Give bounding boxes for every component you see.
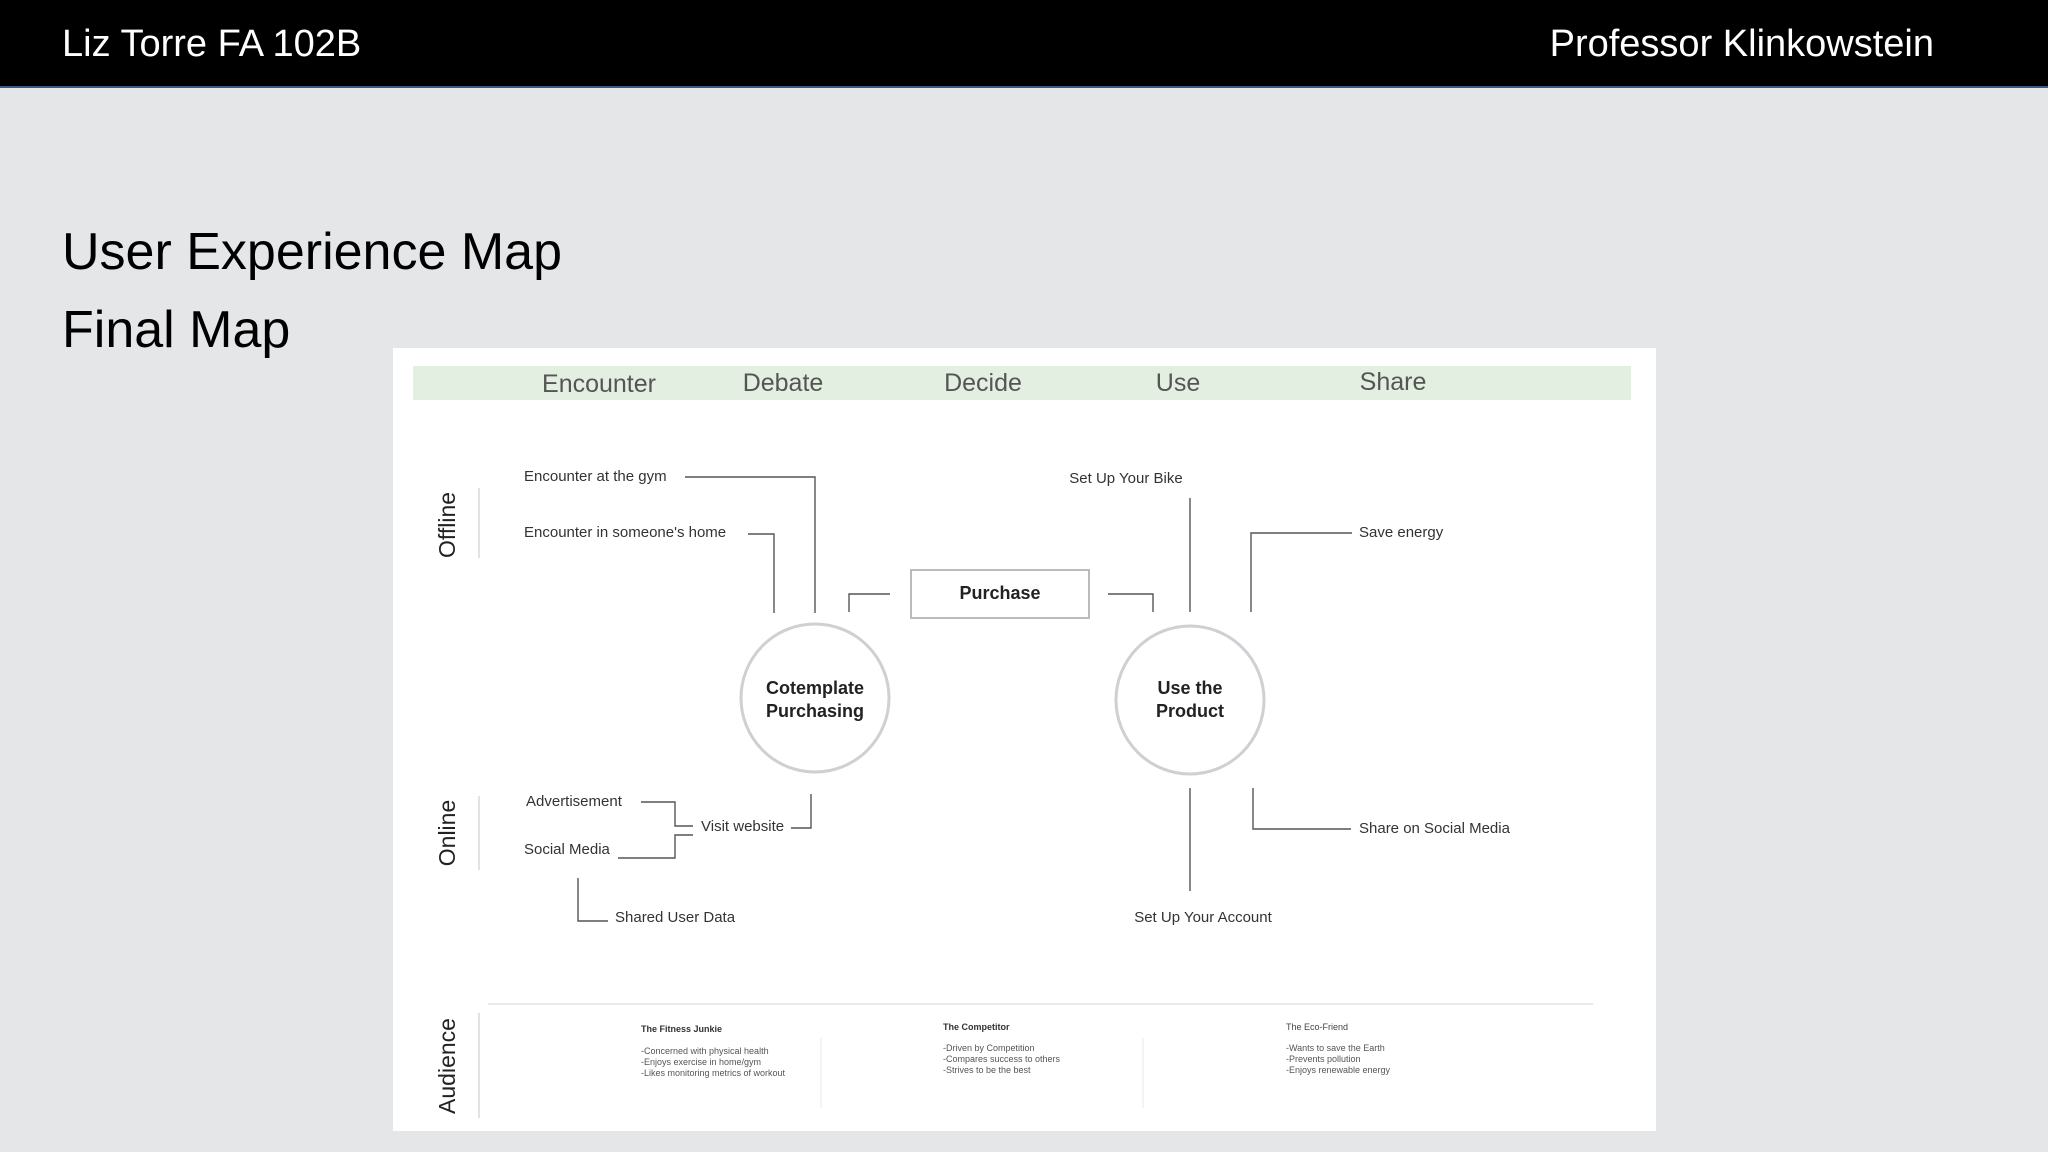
- line-purchase-left: [848, 593, 890, 612]
- audience-2-trait: -Compares success to others: [943, 1054, 1061, 1064]
- node-shared-user-data: Shared User Data: [615, 909, 736, 926]
- audience-1-trait: -Likes monitoring metrics of workout: [641, 1068, 786, 1078]
- author-course: Liz Torre FA 102B: [62, 23, 362, 65]
- slide-title: User Experience Map: [62, 223, 562, 281]
- audience-1-name: The Fitness Junkie: [641, 1024, 722, 1034]
- node-social-media: Social Media: [524, 841, 611, 858]
- row-offline: Offline: [434, 492, 460, 558]
- line-share-social: [1252, 788, 1351, 830]
- audience-2-trait: -Strives to be the best: [943, 1065, 1031, 1075]
- stage-encounter: Encounter: [542, 370, 656, 398]
- professor-name: Professor Klinkowstein: [1549, 23, 1934, 65]
- line-visit-website: [791, 794, 812, 829]
- line-home: [748, 533, 775, 613]
- use-product-line-2: Product: [1156, 701, 1224, 721]
- experience-map: Encounter Debate Decide Use Share Offlin…: [393, 348, 1656, 1131]
- node-setup-bike: Set Up Your Bike: [1069, 470, 1182, 487]
- audience-3-trait: -Prevents pollution: [1286, 1054, 1361, 1064]
- contemplate-circle: [739, 622, 891, 774]
- contemplate-line-2: Purchasing: [766, 701, 864, 721]
- use-product-line-1: Use the: [1157, 678, 1222, 698]
- audience-2-name: The Competitor: [943, 1022, 1010, 1032]
- stage-debate: Debate: [743, 369, 824, 397]
- node-advertisement: Advertisement: [526, 793, 623, 810]
- line-advertisement: [641, 801, 693, 827]
- stage-use: Use: [1156, 369, 1200, 397]
- line-purchase-right: [1108, 593, 1154, 612]
- stage-bar: [413, 366, 1631, 400]
- contemplate-line-1: Cotemplate: [766, 678, 864, 698]
- use-product-circle: [1114, 624, 1266, 776]
- audience-3-trait: -Enjoys renewable energy: [1286, 1065, 1391, 1075]
- map-diagram: Encounter Debate Decide Use Share Offlin…: [413, 366, 1631, 1118]
- stage-decide: Decide: [944, 369, 1022, 397]
- row-online: Online: [434, 800, 460, 866]
- slide-subtitle: Final Map: [62, 301, 291, 359]
- purchase-box: [910, 569, 1090, 619]
- audience-2-trait: -Driven by Competition: [943, 1043, 1035, 1053]
- line-save-energy: [1250, 532, 1352, 612]
- audience-1-trait: -Concerned with physical health: [641, 1046, 769, 1056]
- audience-3-name: The Eco-Friend: [1286, 1022, 1348, 1032]
- header-bar: Liz Torre FA 102B Professor Klinkowstein: [0, 0, 2048, 88]
- stage-share: Share: [1360, 368, 1427, 396]
- line-shared-data: [577, 878, 608, 922]
- node-purchase: Purchase: [959, 583, 1040, 603]
- node-setup-account: Set Up Your Account: [1134, 909, 1272, 926]
- node-share-social: Share on Social Media: [1359, 820, 1511, 837]
- node-encounter-home: Encounter in someone's home: [524, 524, 726, 541]
- line-social-media: [618, 834, 693, 859]
- audience-1-trait: -Enjoys exercise in home/gym: [641, 1057, 761, 1067]
- row-audience: Audience: [434, 1018, 460, 1114]
- node-visit-website: Visit website: [701, 818, 784, 835]
- line-gym: [685, 476, 816, 613]
- node-save-energy: Save energy: [1359, 524, 1444, 541]
- node-encounter-gym: Encounter at the gym: [524, 468, 667, 485]
- audience-3-trait: -Wants to save the Earth: [1286, 1043, 1385, 1053]
